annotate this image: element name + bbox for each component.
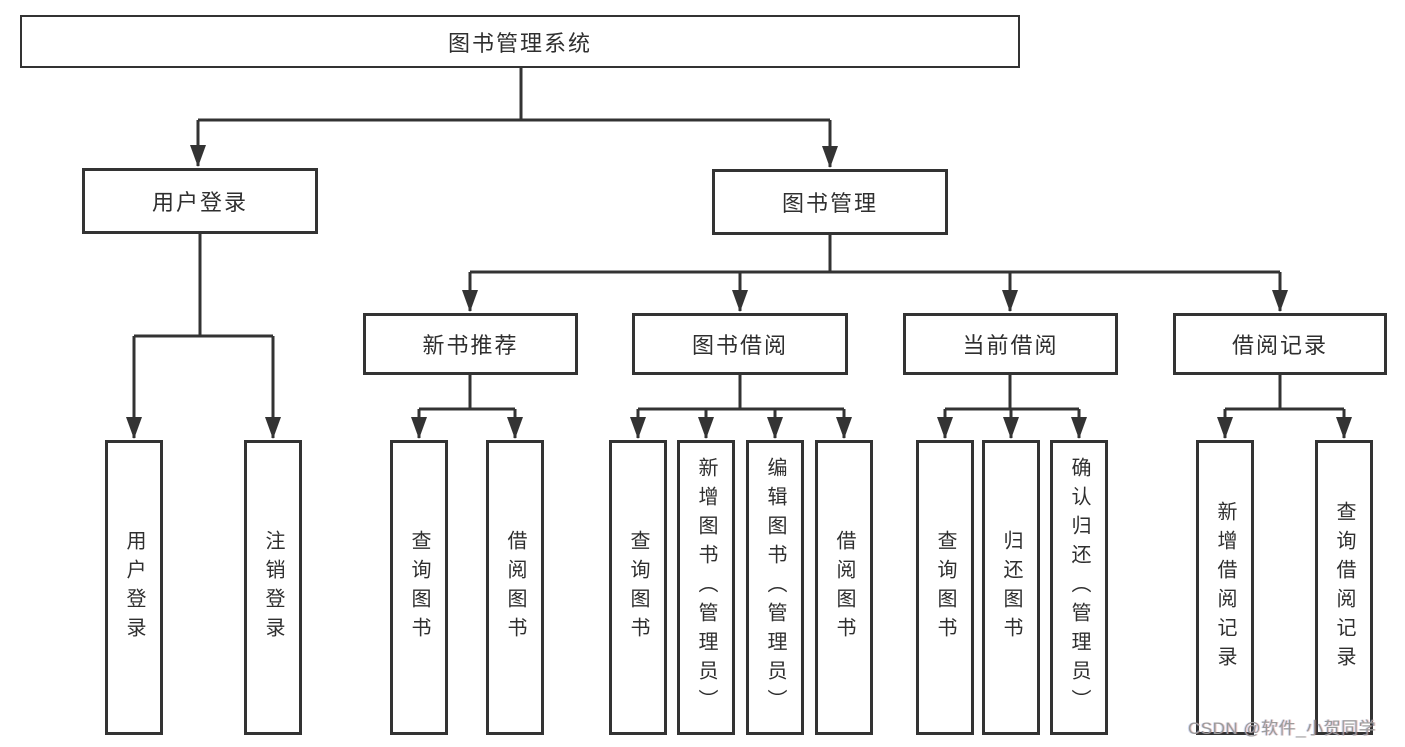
leaf-logout: 注销登录 xyxy=(244,440,302,735)
leaf-add-borrow-record-label: 新增借阅记录 xyxy=(1214,500,1236,675)
node-user-login: 用户登录 xyxy=(82,168,318,234)
leaf-confirm-return-admin: 确认归还（管理员） xyxy=(1050,440,1108,735)
leaf-confirm-return-admin-label: 确认归还（管理员） xyxy=(1068,457,1090,718)
node-borrowing-records: 借阅记录 xyxy=(1173,313,1387,375)
leaf-query-books-current-label: 查询图书 xyxy=(934,529,956,646)
leaf-user-login-label: 用户登录 xyxy=(123,529,145,646)
leaf-return-books: 归还图书 xyxy=(982,440,1040,735)
node-book-borrowing: 图书借阅 xyxy=(632,313,848,375)
leaf-query-books-recommend-label: 查询图书 xyxy=(408,529,430,646)
leaf-edit-books-admin-label: 编辑图书（管理员） xyxy=(764,457,786,718)
leaf-query-books-borrow: 查询图书 xyxy=(609,440,667,735)
leaf-borrow-books-recommend-label: 借阅图书 xyxy=(504,529,526,646)
leaf-add-books-admin-label: 新增图书（管理员） xyxy=(695,457,717,718)
leaf-return-books-label: 归还图书 xyxy=(1000,529,1022,646)
leaf-user-login: 用户登录 xyxy=(105,440,163,735)
leaf-edit-books-admin: 编辑图书（管理员） xyxy=(746,440,804,735)
node-book-management: 图书管理 xyxy=(712,169,948,235)
leaf-logout-label: 注销登录 xyxy=(262,529,284,646)
leaf-borrow-books-recommend: 借阅图书 xyxy=(486,440,544,735)
leaf-borrow-books-label: 借阅图书 xyxy=(833,529,855,646)
leaf-query-borrow-record: 查询借阅记录 xyxy=(1315,440,1373,735)
csdn-watermark: CSDN @软件_小贺同学 xyxy=(1188,719,1377,738)
leaf-query-books-recommend: 查询图书 xyxy=(390,440,448,735)
node-current-borrowing: 当前借阅 xyxy=(903,313,1118,375)
leaf-query-books-current: 查询图书 xyxy=(916,440,974,735)
leaf-add-borrow-record: 新增借阅记录 xyxy=(1196,440,1254,735)
node-library-management-system: 图书管理系统 xyxy=(20,15,1020,68)
node-new-book-recommendation: 新书推荐 xyxy=(363,313,578,375)
leaf-borrow-books: 借阅图书 xyxy=(815,440,873,735)
leaf-add-books-admin: 新增图书（管理员） xyxy=(677,440,735,735)
leaf-query-borrow-record-label: 查询借阅记录 xyxy=(1333,500,1355,675)
leaf-query-books-borrow-label: 查询图书 xyxy=(627,529,649,646)
